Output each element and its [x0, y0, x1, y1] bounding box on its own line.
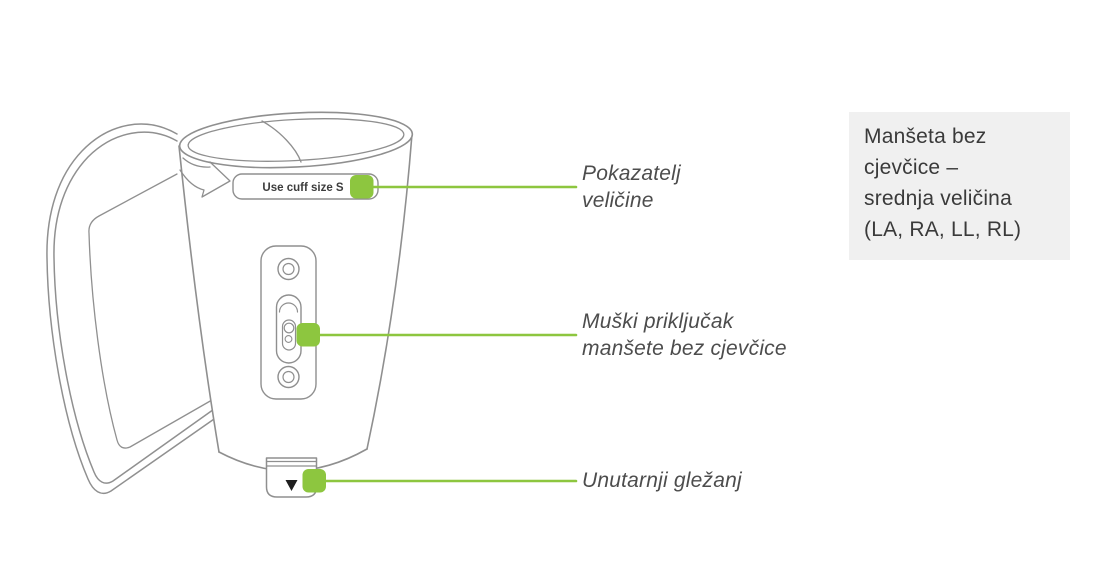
info-box: Manšeta bez cjevčice – srednja veličina …	[849, 112, 1070, 260]
wrap-arrow-icon	[179, 157, 231, 198]
callout-label-line: veličine	[582, 189, 654, 212]
cuff-inner-drape	[261, 120, 302, 163]
size-band-text: Use cuff size S	[262, 182, 343, 194]
flap-outer-edge	[46, 123, 228, 495]
connector-pin-top	[283, 322, 295, 334]
cuff-top-rim-inner	[187, 118, 405, 162]
callout-label-line: Muški priključak	[582, 310, 734, 333]
callout-label-line: manšete bez cjevčice	[582, 337, 787, 360]
callout-label-line: Unutarnji gležanj	[582, 469, 742, 492]
ankle-triangle-icon	[285, 480, 298, 491]
callout-label-male-connector: Muški priključak manšete bez cjevčice	[582, 308, 787, 362]
callout-label-line: Pokazatelj	[582, 162, 681, 185]
callout-label-size-indicator: Pokazatelj veličine	[582, 160, 681, 214]
connector-plate	[260, 245, 317, 400]
callout-label-inner-ankle: Unutarnji gležanj	[582, 467, 742, 494]
cuff-right-edge	[366, 133, 413, 450]
screw-hole-top-center	[282, 262, 295, 276]
cuff-flap	[46, 123, 228, 495]
info-box-line: cjevčice –	[864, 156, 959, 179]
callout-marker-inner-ankle	[302, 469, 326, 493]
connector-pin-bottom	[284, 335, 293, 343]
flap-inner-panel	[88, 173, 213, 449]
screw-hole-bottom-icon	[277, 365, 300, 389]
flap-outer-edge-inner-line	[53, 131, 225, 484]
ankle-tab-top-lines	[265, 460, 318, 467]
callout-marker-size-indicator	[350, 175, 374, 199]
info-box-line: (LA, RA, LL, RL)	[864, 218, 1022, 241]
plate-outline	[260, 245, 317, 400]
screw-hole-top-icon	[277, 257, 300, 281]
callout-leaders	[306, 185, 578, 483]
info-box-line: srednja veličina	[864, 187, 1012, 210]
connector-dome	[278, 302, 299, 313]
callout-marker-male-connector	[296, 323, 320, 347]
screw-hole-bottom-center	[282, 370, 295, 384]
connector-slider	[281, 319, 297, 351]
callout-markers	[296, 175, 374, 493]
info-box-line: Manšeta bez	[864, 125, 987, 148]
cuff-outline	[178, 111, 414, 472]
cuff-left-edge	[178, 145, 220, 453]
